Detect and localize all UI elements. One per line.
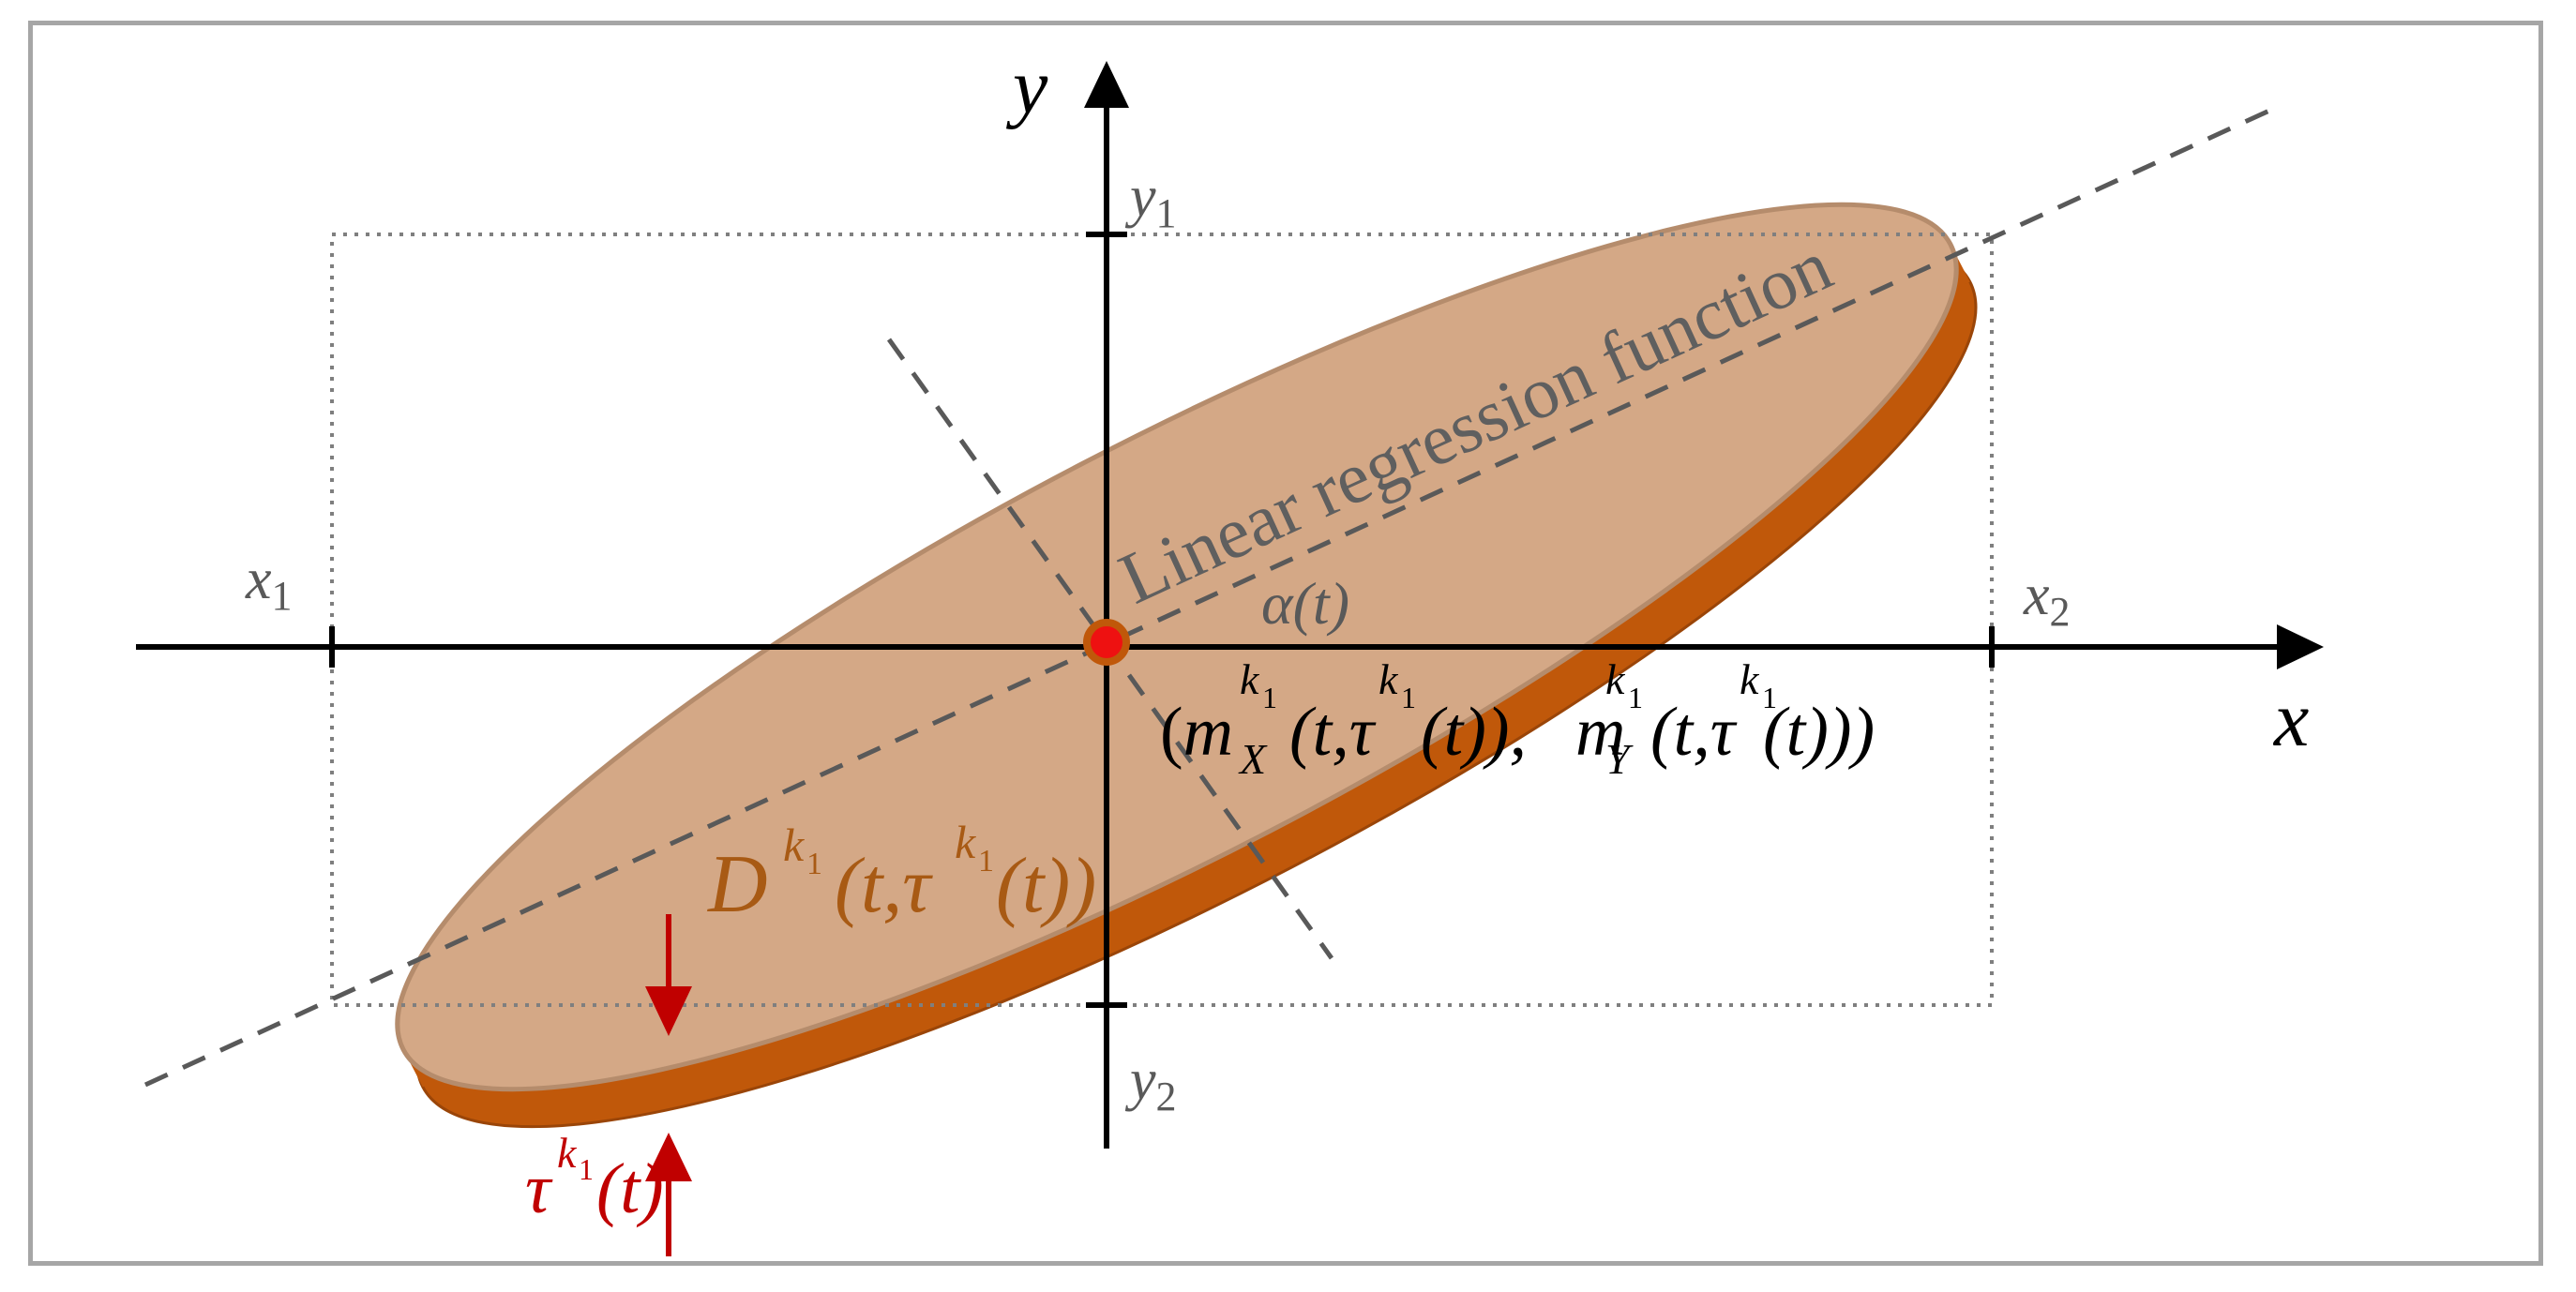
svg-text:1: 1 — [1628, 681, 1643, 714]
y-axis-arrowhead — [1084, 61, 1129, 108]
y-axis-label: y — [1005, 43, 1048, 130]
svg-text:k: k — [1740, 655, 1760, 703]
thickness-arrow-top-head — [645, 986, 692, 1036]
x1-label: x1 — [245, 548, 293, 619]
svg-text:(t)),: (t)), — [1421, 694, 1527, 771]
svg-text:(m: (m — [1160, 694, 1233, 771]
svg-text:(t,τ: (t,τ — [1650, 694, 1738, 771]
svg-text:(t): (t) — [596, 1149, 664, 1228]
svg-text:(t)): (t)) — [996, 842, 1096, 929]
x-axis-arrowhead — [2277, 624, 2324, 669]
regression-line — [143, 108, 2271, 1088]
alpha-label: α(t) — [1261, 570, 1349, 637]
thickness-label: τ k 1 (t) — [525, 1129, 664, 1228]
domain-label: D k 1 (t,τ k 1 (t)) — [707, 816, 1096, 930]
y1-label: y1 — [1124, 165, 1177, 236]
svg-text:k: k — [955, 816, 976, 868]
thickness-arrow-bottom-head — [645, 1133, 692, 1181]
svg-text:1: 1 — [1262, 681, 1277, 714]
svg-text:Y: Y — [1605, 735, 1634, 783]
svg-text:1: 1 — [579, 1152, 594, 1186]
svg-text:m: m — [1575, 694, 1625, 771]
x2-label: x2 — [2023, 563, 2071, 635]
center-coordinates-label: (m k 1 X (t,τ k 1 (t)), m k 1 Y (t,τ k 1… — [1160, 655, 1875, 783]
svg-text:1: 1 — [1401, 681, 1416, 714]
svg-text:k: k — [1240, 655, 1260, 703]
svg-text:(t,τ: (t,τ — [835, 842, 933, 929]
svg-text:k: k — [557, 1129, 578, 1177]
y2-label: y2 — [1124, 1048, 1177, 1119]
svg-text:τ: τ — [525, 1149, 553, 1228]
x-axis-label: x — [2272, 676, 2309, 763]
svg-text:k: k — [1378, 655, 1399, 703]
center-point — [1083, 619, 1130, 666]
svg-text:X: X — [1238, 735, 1268, 783]
svg-text:1: 1 — [806, 847, 822, 881]
svg-text:(t,τ: (t,τ — [1289, 694, 1377, 771]
svg-text:k: k — [783, 819, 805, 871]
svg-text:1: 1 — [978, 844, 994, 879]
svg-text:D: D — [707, 839, 768, 930]
svg-text:1: 1 — [1762, 681, 1777, 714]
svg-text:(t))): (t))) — [1763, 694, 1875, 771]
svg-text:k: k — [1605, 655, 1626, 703]
